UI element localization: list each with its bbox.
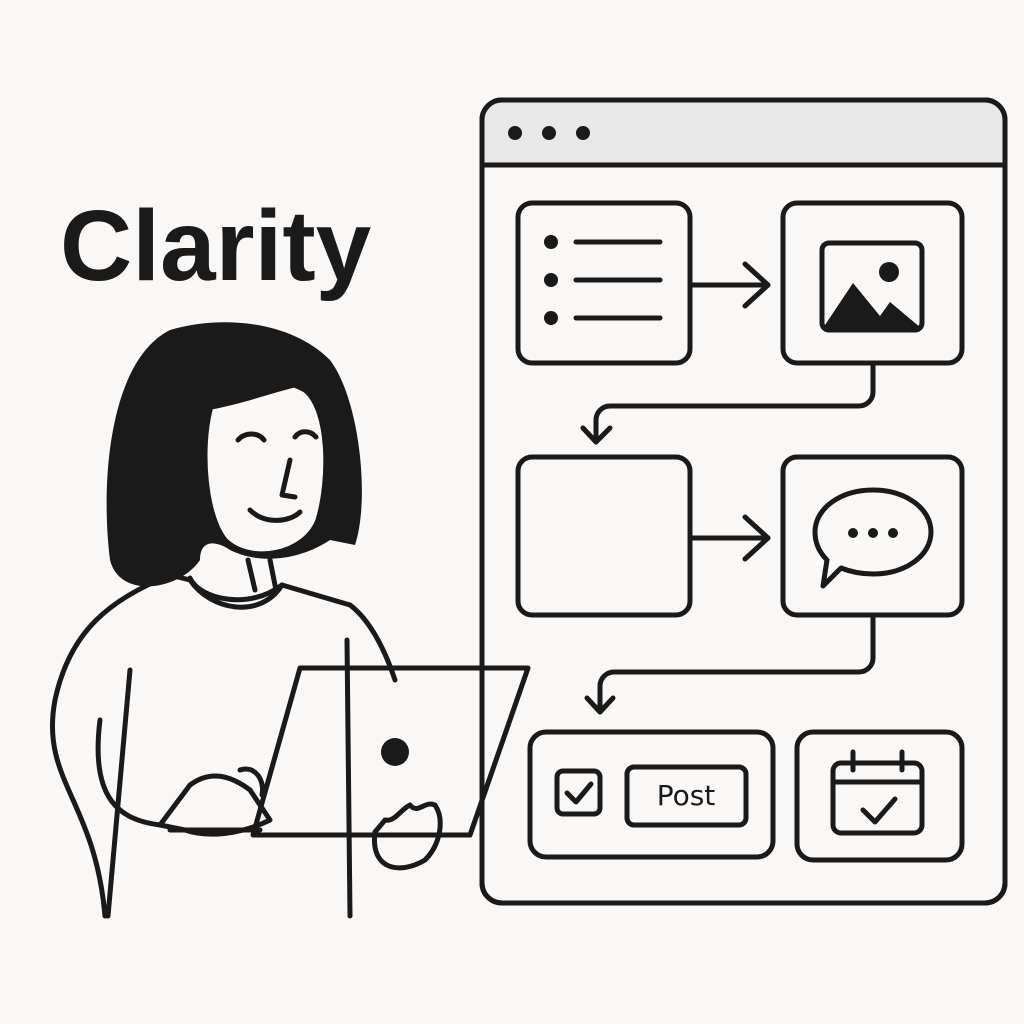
chat-bubble-icon [812,487,934,589]
browser-window [479,97,1008,906]
flow-box-image [780,200,965,366]
flow-box-calendar [794,729,965,863]
flow-box-list [515,200,693,366]
person-illustration [49,322,398,919]
post-button[interactable]: Post [624,764,749,828]
laptop-logo-icon [381,738,409,766]
title-clarity: Clarity [60,190,372,302]
window-dot-icon[interactable] [542,126,556,140]
calendar-check-icon [830,749,925,836]
list-icon [544,235,663,325]
flow-box-blank [515,454,693,618]
image-icon [819,240,925,333]
connector-arrow-icon [584,614,876,715]
window-dot-icon[interactable] [508,126,522,140]
hand-illustration [237,766,443,871]
connector-arrow-icon [580,362,876,445]
laptop-icon[interactable] [167,665,531,838]
window-dot-icon[interactable] [576,126,590,140]
flow-box-chat [780,454,965,618]
post-button-label: Post [657,779,716,812]
flow-box-post: Post [527,729,776,860]
checkbox-icon[interactable] [554,768,603,817]
arrow-right-icon [687,514,771,562]
arrow-right-icon [687,261,771,309]
